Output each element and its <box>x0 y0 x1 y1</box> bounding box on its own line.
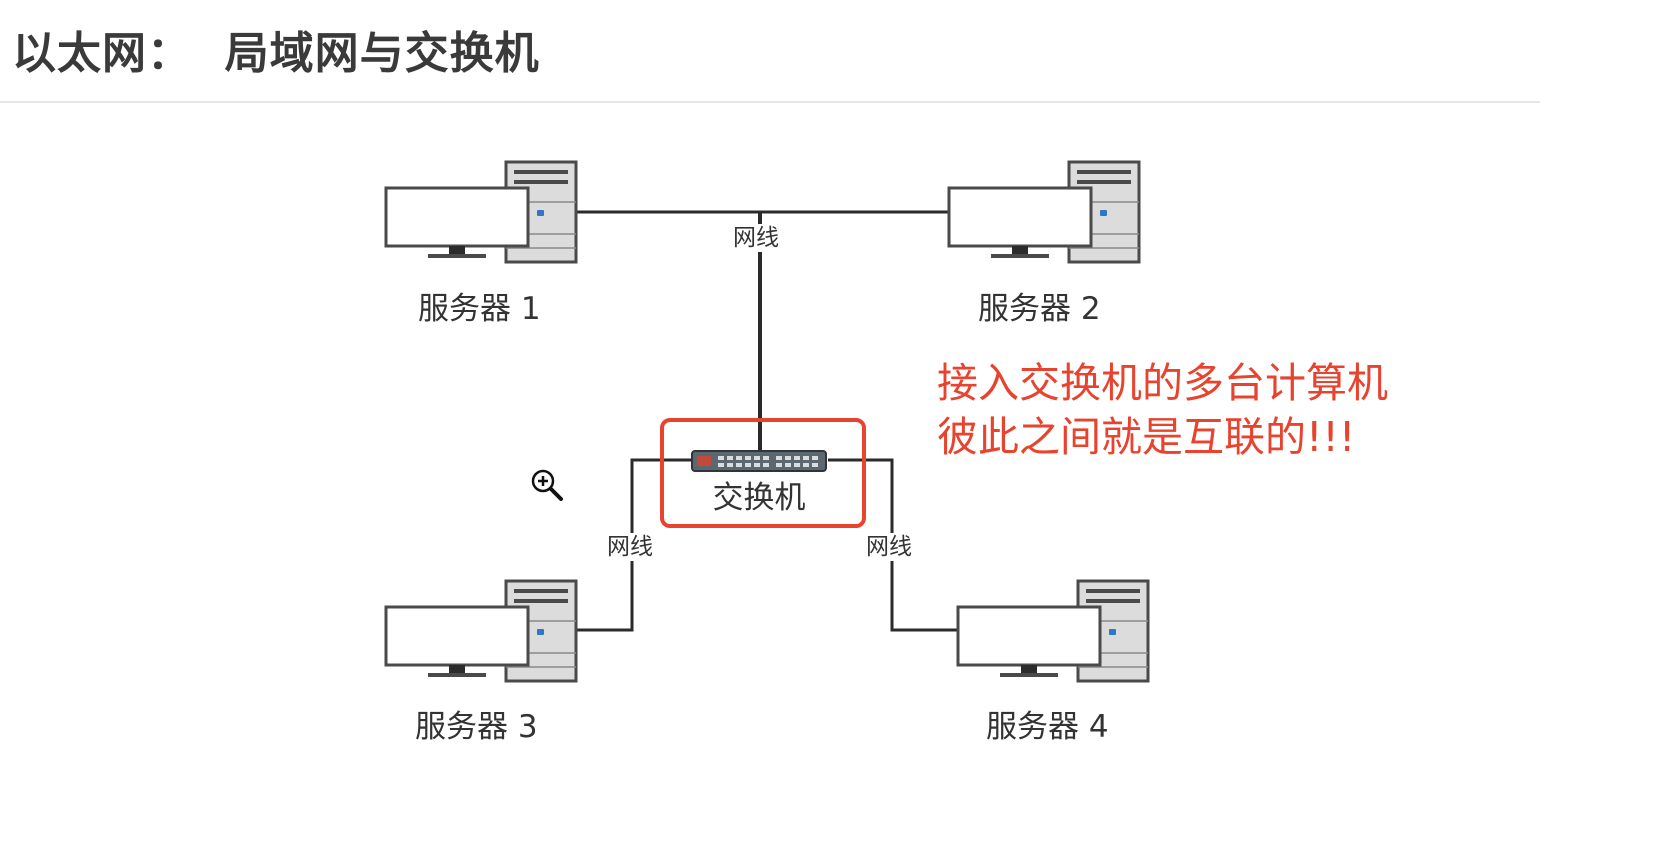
cable-label-left: 网线 <box>604 533 656 561</box>
annotation-line-2: 彼此之间就是互联的!!! <box>937 413 1356 461</box>
page-title: 以太网： 局域网与交换机 <box>12 28 540 79</box>
server-2-label: 服务器 2 <box>978 291 1101 327</box>
cable-label-top: 网线 <box>730 224 782 252</box>
title-divider <box>0 101 1540 103</box>
server-3-label: 服务器 3 <box>415 709 538 745</box>
network-switch-icon <box>691 450 827 472</box>
server-4-label: 服务器 4 <box>986 709 1109 745</box>
switch-highlight-box <box>660 418 866 528</box>
zoom-in-cursor-icon <box>531 469 565 503</box>
server-4-computer-icon <box>956 579 1150 683</box>
server-3-computer-icon <box>384 579 578 683</box>
annotation-line-1: 接入交换机的多台计算机 <box>937 359 1388 407</box>
cable-label-right: 网线 <box>863 533 915 561</box>
server-2-computer-icon <box>947 160 1141 264</box>
switch-label: 交换机 <box>712 480 806 516</box>
annotation-text: 接入交换机的多台计算机 彼此之间就是互联的!!! <box>937 356 1388 464</box>
server-1-label: 服务器 1 <box>418 291 541 327</box>
server-1-computer-icon <box>384 160 578 264</box>
